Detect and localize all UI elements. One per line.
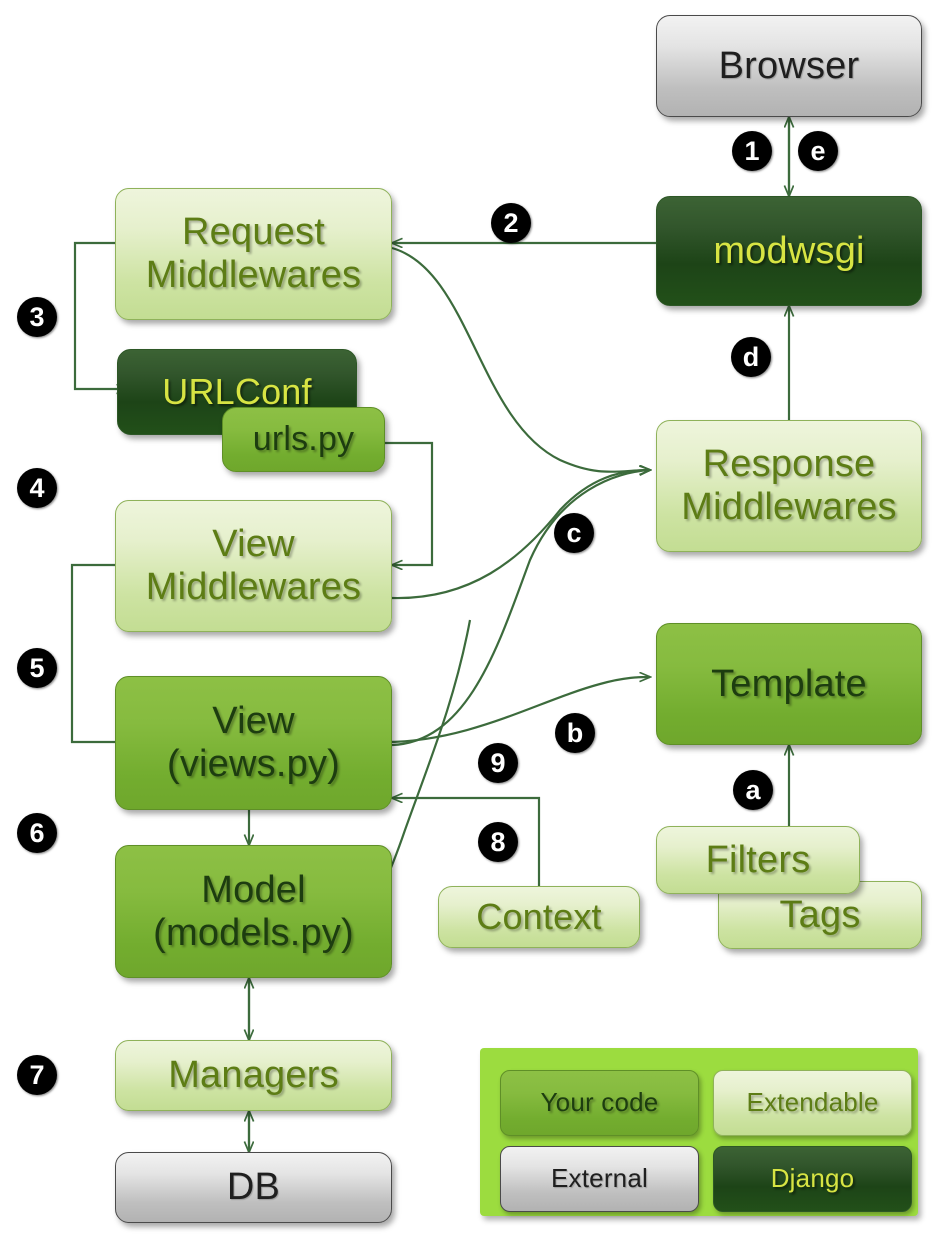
node-view-label: View (views.py)	[166, 700, 341, 785]
node-urls-py[interactable]: urls.py	[222, 407, 385, 472]
node-browser[interactable]: Browser	[656, 15, 922, 117]
node-browser-label: Browser	[718, 44, 860, 87]
node-context[interactable]: Context	[438, 886, 640, 948]
node-request-middlewares-label: Request Middlewares	[145, 211, 362, 296]
step-bullet-7-label: 7	[29, 1059, 45, 1090]
arrow-b	[384, 677, 650, 744]
legend-item-extendable-label: Extendable	[746, 1087, 879, 1118]
step-bullet-4: 4	[17, 468, 57, 508]
arrow-4	[385, 441, 434, 565]
node-view[interactable]: View (views.py)	[115, 676, 392, 810]
node-template-label: Template	[711, 662, 867, 705]
step-bullet-b-label: b	[566, 717, 584, 748]
legend-item-your-code[interactable]: Your code	[500, 1070, 699, 1136]
legend-item-extendable[interactable]: Extendable	[713, 1070, 912, 1136]
arrow-view-to-response	[391, 470, 650, 747]
step-bullet-8-label: 8	[490, 826, 506, 857]
step-bullet-2: 2	[491, 203, 531, 243]
node-modwsgi[interactable]: modwsgi	[656, 196, 922, 306]
node-filters[interactable]: Filters	[656, 826, 860, 894]
node-view-middlewares-label: View Middlewares	[145, 523, 362, 608]
legend-item-external-label: External	[551, 1163, 648, 1194]
step-bullet-5: 5	[17, 648, 57, 688]
step-bullet-1-label: 1	[744, 135, 760, 166]
step-bullet-1: 1	[732, 131, 772, 171]
step-bullet-5-label: 5	[29, 652, 45, 683]
step-bullet-c-label: c	[566, 517, 582, 548]
step-bullet-a: a	[733, 770, 773, 810]
step-bullet-b: b	[555, 713, 595, 753]
step-bullet-6: 6	[17, 813, 57, 853]
legend-item-django[interactable]: Django	[713, 1146, 912, 1212]
step-bullet-d: d	[731, 337, 771, 377]
node-response-middlewares[interactable]: Response Middlewares	[656, 420, 922, 552]
node-context-label: Context	[476, 895, 602, 937]
step-bullet-3-label: 3	[29, 301, 45, 332]
step-bullet-4-label: 4	[29, 472, 45, 503]
node-response-middlewares-label: Response Middlewares	[681, 443, 897, 528]
legend-panel: Your code Extendable External Django	[480, 1048, 918, 1216]
legend-item-django-label: Django	[770, 1163, 855, 1194]
step-bullet-2-label: 2	[503, 207, 519, 238]
step-bullet-c: c	[554, 513, 594, 553]
step-bullet-9: 9	[478, 743, 518, 783]
node-template[interactable]: Template	[656, 623, 922, 745]
node-model-label: Model (models.py)	[153, 868, 354, 954]
node-filters-label: Filters	[705, 838, 811, 881]
node-urlconf-label: URLConf	[162, 370, 312, 412]
arrow-request-to-response	[391, 246, 650, 472]
step-bullet-a-label: a	[745, 774, 761, 805]
node-managers-label: Managers	[168, 1054, 339, 1097]
node-modwsgi-label: modwsgi	[713, 229, 865, 272]
step-bullet-e: e	[798, 131, 838, 171]
step-bullet-7: 7	[17, 1055, 57, 1095]
node-model[interactable]: Model (models.py)	[115, 845, 392, 978]
step-bullet-8: 8	[478, 822, 518, 862]
step-bullet-e-label: e	[810, 135, 826, 166]
node-view-middlewares[interactable]: View Middlewares	[115, 500, 392, 632]
step-bullet-d-label: d	[742, 341, 760, 372]
step-bullet-9-label: 9	[490, 747, 506, 778]
arrow-c	[391, 470, 650, 600]
node-tags-label: Tags	[779, 893, 861, 936]
step-bullet-3: 3	[17, 297, 57, 337]
node-urls-py-label: urls.py	[252, 420, 355, 459]
node-db[interactable]: DB	[115, 1152, 392, 1223]
legend-item-your-code-label: Your code	[540, 1087, 659, 1118]
node-db-label: DB	[226, 1166, 281, 1209]
step-bullet-6-label: 6	[29, 817, 45, 848]
node-managers[interactable]: Managers	[115, 1040, 392, 1111]
node-request-middlewares[interactable]: Request Middlewares	[115, 188, 392, 320]
legend-item-external[interactable]: External	[500, 1146, 699, 1212]
